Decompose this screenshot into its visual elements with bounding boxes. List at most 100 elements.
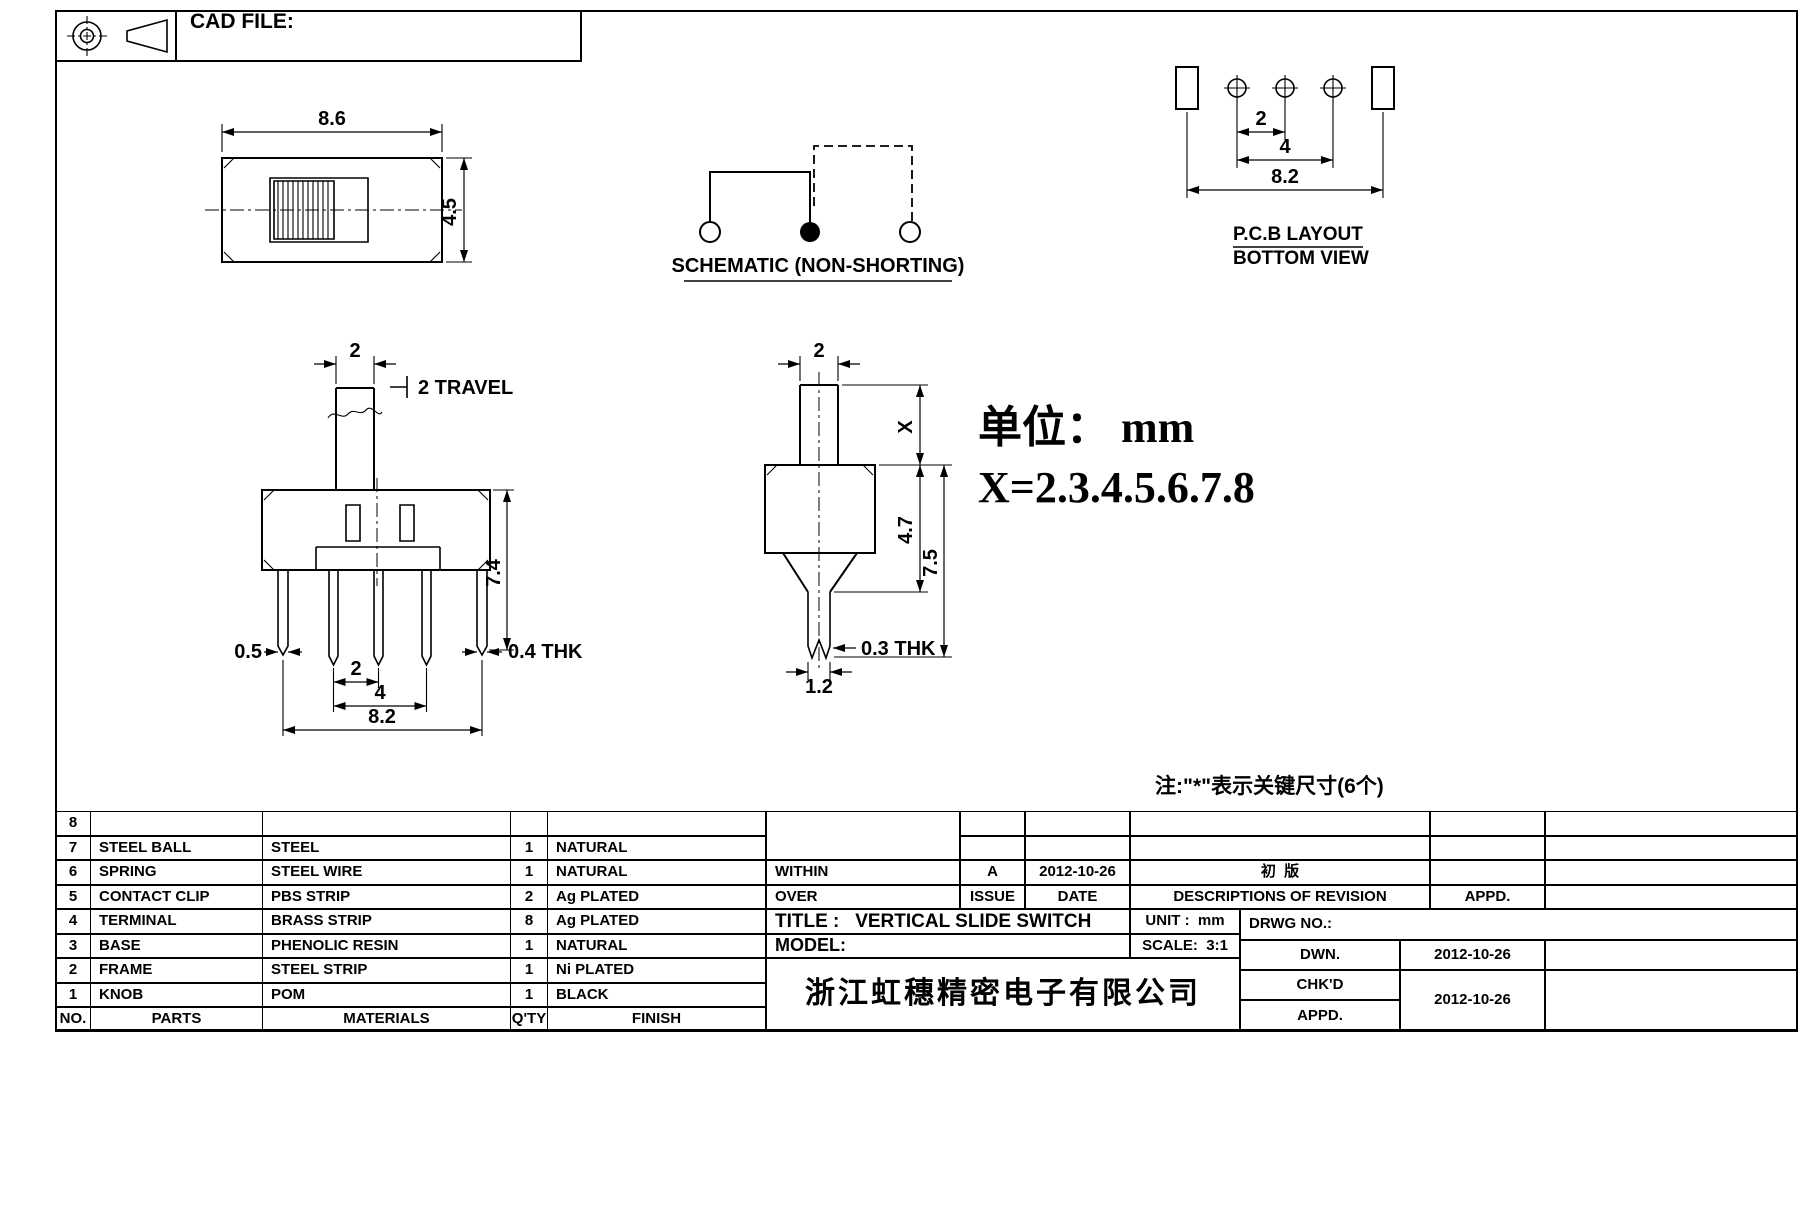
- dim-front-height: 7.4: [483, 558, 505, 587]
- rev-empty-cell: [1430, 835, 1545, 860]
- part-cell: FRAME: [90, 958, 263, 983]
- part-cell: SPRING: [90, 860, 263, 885]
- cad-file-label: CAD FILE:: [190, 10, 294, 33]
- finish-cell: BLACK: [547, 982, 766, 1007]
- top-view: 8.6 4.5: [205, 108, 472, 263]
- pcb-layout-view: 2 4 8.2 P.C.B LAYOUT BOTTOM VIEW: [1175, 66, 1395, 269]
- header-parts: PARTS: [90, 1007, 263, 1032]
- material-cell: [262, 811, 511, 836]
- chkd-label: CHK'D: [1240, 970, 1400, 1000]
- dwn-empty-cell: [1545, 940, 1798, 970]
- material-cell: PBS STRIP: [262, 884, 511, 909]
- no-cell: 3: [55, 933, 91, 958]
- dim-front-span: 4: [374, 682, 386, 704]
- rev-empty-cell: [1130, 835, 1430, 860]
- dim-side-tip: 1.2: [805, 676, 833, 698]
- qty-cell: 1: [510, 982, 548, 1007]
- chkd-empty-cell: [1545, 970, 1798, 1032]
- tolerance-within-cell: WITHIN: [766, 860, 960, 885]
- rev-appd-value: [1430, 860, 1545, 885]
- part-cell: KNOB: [90, 982, 263, 1007]
- key-dimension-note: 注:"*"表示关键尺寸(6个): [1155, 774, 1384, 798]
- no-cell: 4: [55, 909, 91, 934]
- company-name: 浙江虹穗精密电子有限公司: [766, 958, 1240, 1032]
- travel-annotation: 2 TRAVEL: [418, 377, 513, 399]
- qty-cell: 8: [510, 909, 548, 934]
- first-angle-projection-icon: [67, 16, 107, 56]
- cone-projection-icon: [126, 18, 168, 54]
- finish-cell: NATURAL: [547, 835, 766, 860]
- rev-empty-cell: [1025, 811, 1130, 836]
- rev-description-label: DESCRIPTIONS OF REVISION: [1130, 884, 1430, 909]
- qty-cell: 1: [510, 835, 548, 860]
- unit-cell: UNIT : mm: [1130, 909, 1240, 934]
- qty-cell: 1: [510, 860, 548, 885]
- scale-cell: SCALE: 3:1: [1130, 933, 1240, 958]
- dim-side-body: 4.7: [895, 516, 917, 544]
- no-cell: 7: [55, 835, 91, 860]
- qty-cell: 1: [510, 933, 548, 958]
- qty-cell: 1: [510, 958, 548, 983]
- unit-note-line2: X=2.3.4.5.6.7.8: [978, 463, 1255, 512]
- rev-issue-value: A: [960, 860, 1025, 885]
- material-cell: STEEL STRIP: [262, 958, 511, 983]
- dim-pcb-span: 4: [1279, 136, 1291, 158]
- rev-date-value: 2012-10-26: [1025, 860, 1130, 885]
- header-no: NO.: [55, 1007, 91, 1032]
- dim-side-knob: 2: [813, 340, 824, 362]
- rev-empty-cell: [1130, 811, 1430, 836]
- rev-empty-cell: [1545, 860, 1798, 885]
- rev-empty-cell: [1430, 811, 1545, 836]
- unit-note-line1: 单位： mm: [978, 403, 1194, 452]
- dim-side-total: 7.5: [920, 549, 942, 577]
- finish-cell: NATURAL: [547, 860, 766, 885]
- appd-label: APPD.: [1240, 1000, 1400, 1032]
- dim-side-x: X: [895, 420, 917, 434]
- dim-front-total: 8.2: [368, 706, 396, 728]
- material-cell: PHENOLIC RESIN: [262, 933, 511, 958]
- rev-issue-label: ISSUE: [960, 884, 1025, 909]
- qty-cell: [510, 811, 548, 836]
- header-qty: Q'TY: [510, 1007, 548, 1032]
- rev-appd-label: APPD.: [1430, 884, 1545, 909]
- part-cell: BASE: [90, 933, 263, 958]
- drwg-no-cell: DRWG NO.:: [1240, 909, 1798, 940]
- header-finish: FINISH: [547, 1007, 766, 1032]
- header-materials: MATERIALS: [262, 1007, 511, 1032]
- no-cell: 5: [55, 884, 91, 909]
- rev-date-label: DATE: [1025, 884, 1130, 909]
- rev-description-value: 初 版: [1130, 860, 1430, 885]
- cad-box-divider: [175, 10, 177, 62]
- finish-cell: Ag PLATED: [547, 884, 766, 909]
- part-cell: CONTACT CLIP: [90, 884, 263, 909]
- dim-pcb-total: 8.2: [1271, 166, 1299, 188]
- cad-file-box: [55, 10, 582, 62]
- qty-cell: 2: [510, 884, 548, 909]
- chkd-date: 2012-10-26: [1400, 970, 1545, 1032]
- material-cell: BRASS STRIP: [262, 909, 511, 934]
- title-cell: TITLE : VERTICAL SLIDE SWITCH: [766, 909, 1130, 934]
- rev-empty-cell: [1025, 835, 1130, 860]
- finish-cell: NATURAL: [547, 933, 766, 958]
- tolerance-over-cell: OVER: [766, 884, 960, 909]
- rev-empty-cell: [1545, 884, 1798, 909]
- schematic-view: SCHEMATIC (NON-SHORTING): [672, 145, 965, 282]
- rev-empty-cell: [1545, 811, 1798, 836]
- material-cell: POM: [262, 982, 511, 1007]
- dwn-label: DWN.: [1240, 940, 1400, 970]
- rev-empty-cell: [960, 811, 1025, 836]
- projection-symbols: [67, 16, 168, 56]
- dim-front-lug: 0.5: [234, 641, 262, 663]
- rev-empty-cell: [1545, 835, 1798, 860]
- schematic-caption: SCHEMATIC (NON-SHORTING): [672, 255, 965, 277]
- dim-front-thk: 0.4 THK: [508, 641, 583, 663]
- part-cell: STEEL BALL: [90, 835, 263, 860]
- dim-top-width: 8.6: [318, 108, 346, 130]
- model-cell: MODEL:: [766, 933, 1130, 958]
- material-cell: STEEL WIRE: [262, 860, 511, 885]
- side-view: 2 X 4.7 7.5 0.3 THK 1.2: [764, 340, 952, 698]
- dwn-date: 2012-10-26: [1400, 940, 1545, 970]
- part-cell: TERMINAL: [90, 909, 263, 934]
